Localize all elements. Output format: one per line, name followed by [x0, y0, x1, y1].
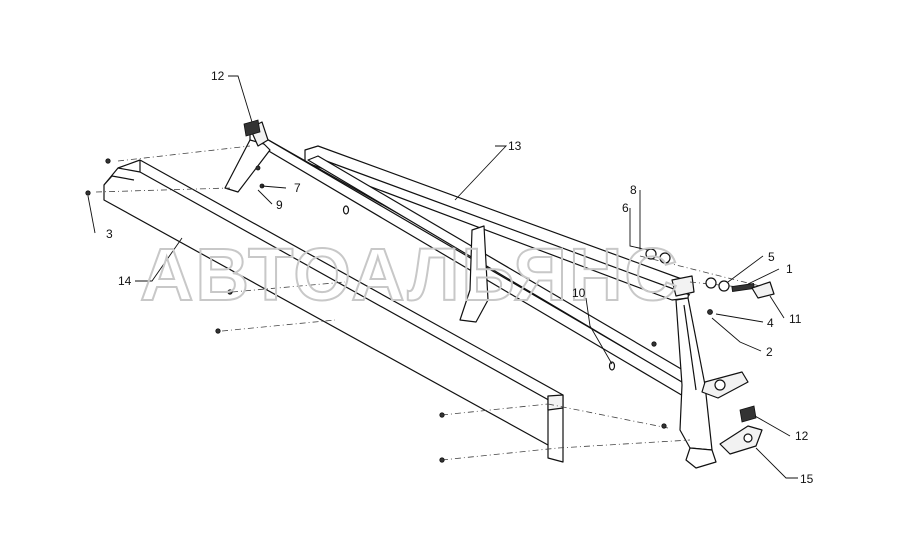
- callout-5: 5: [768, 250, 775, 264]
- callout-13: 13: [508, 139, 522, 153]
- hardware: [85, 158, 775, 463]
- callout-11: 11: [789, 312, 802, 326]
- callout-labels: 1 2 3 4 5 6 7 8 9 10 11 12 12 13 14 15: [106, 69, 814, 486]
- callout-15: 15: [800, 472, 814, 486]
- callout-12-top: 12: [211, 69, 225, 83]
- callout-6: 6: [622, 201, 629, 215]
- watermark-text: АВТОАЛЬЯНС: [140, 233, 680, 316]
- callout-12-bottom: 12: [795, 429, 809, 443]
- buffer-part-12: [243, 119, 757, 423]
- callout-7: 7: [294, 181, 301, 195]
- callout-2: 2: [766, 345, 773, 359]
- beam-part-14: [103, 159, 564, 463]
- frame-part-13: [224, 121, 749, 469]
- callout-10: 10: [572, 286, 586, 300]
- callout-8: 8: [630, 183, 637, 197]
- callout-14: 14: [118, 274, 132, 288]
- callout-3: 3: [106, 227, 113, 241]
- callout-1: 1: [786, 262, 793, 276]
- callout-4: 4: [767, 316, 774, 330]
- leader-lines: [87, 75, 798, 479]
- callout-9: 9: [276, 198, 283, 212]
- cover-plate-part-15: [719, 425, 763, 455]
